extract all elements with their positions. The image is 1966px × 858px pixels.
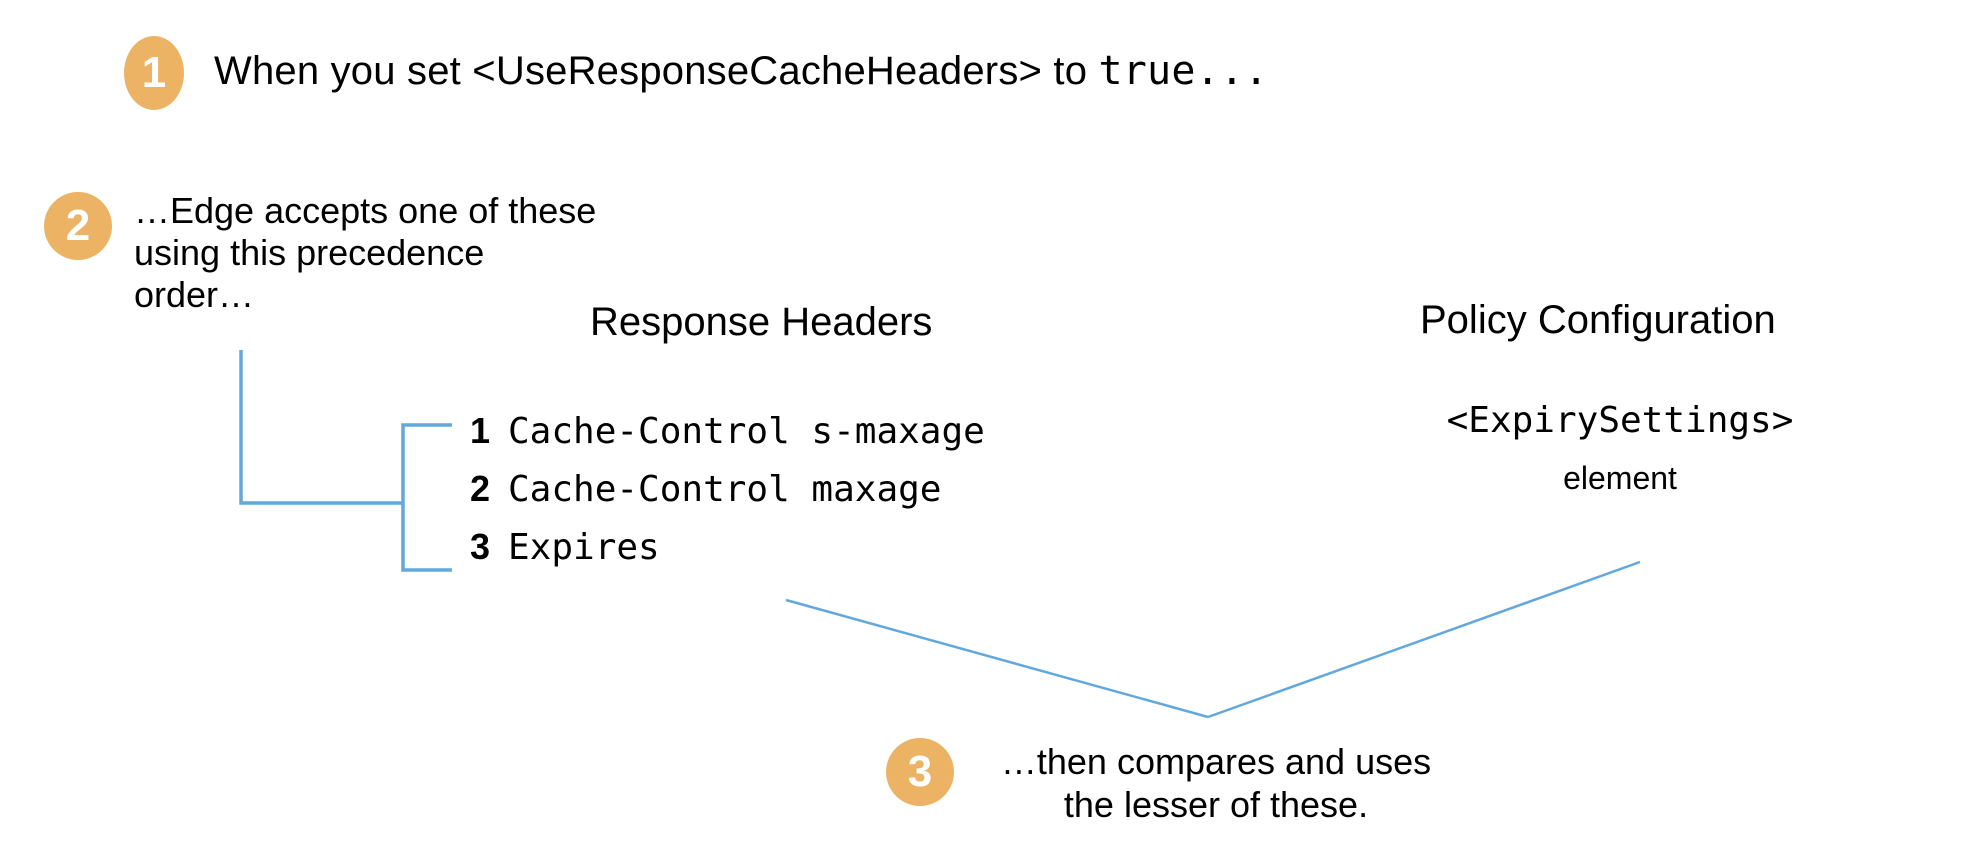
list-item-label: Cache-Control maxage (508, 469, 942, 510)
response-headers-list: 1 Cache-Control s-maxage 2 Cache-Control… (470, 410, 985, 584)
step-1-code-token-2: true... (1098, 48, 1269, 94)
step-2-line-2: using this precedence (134, 232, 485, 274)
step-1-text-plain: When you set (214, 49, 473, 93)
list-item: 2 Cache-Control maxage (470, 468, 985, 526)
policy-to-compare-line (1207, 560, 1641, 719)
step-3-number: 3 (907, 747, 933, 796)
step-2-number: 2 (65, 201, 91, 250)
policy-configuration-title: Policy Configuration (1420, 298, 1776, 342)
step-1-badge: 1 (124, 36, 184, 110)
step-2-text: …Edge accepts one of these using this pr… (134, 190, 634, 316)
step-1-code-token: <UseResponseCacheHeaders> (472, 49, 1043, 93)
list-item-label: Expires (508, 527, 660, 568)
step-1-number: 1 (141, 48, 167, 97)
list-item-number: 3 (470, 526, 491, 567)
list-item-number: 1 (470, 410, 491, 451)
step-1-text-plain-2: to (1042, 49, 1099, 93)
response-headers-title: Response Headers (590, 300, 933, 344)
list-item: 3 Expires (470, 526, 985, 584)
step-3-line-2: the lesser of these. (1063, 784, 1369, 826)
step-2-line-1: …Edge accepts one of these (134, 190, 597, 231)
step-1-text: When you set <UseResponseCacheHeaders> t… (214, 48, 1268, 94)
step-3-line-1: …then compares and uses (1000, 741, 1432, 782)
policy-configuration-subtitle: element (1563, 460, 1677, 496)
list-bracket (401, 423, 452, 572)
step-3-badge: 3 (886, 738, 954, 806)
step-2-line-3: order… (134, 274, 255, 316)
step2-to-list-connector (239, 350, 403, 505)
list-item-label: Cache-Control s-maxage (508, 411, 985, 452)
step-2-badge: 2 (44, 192, 112, 260)
list-item: 1 Cache-Control s-maxage (470, 410, 985, 468)
headers-to-compare-line (785, 598, 1209, 719)
step-3-text: …then compares and uses the lesser of th… (976, 740, 1456, 826)
policy-configuration-value: <ExpirySettings> (1446, 400, 1794, 441)
list-item-number: 2 (470, 468, 491, 509)
